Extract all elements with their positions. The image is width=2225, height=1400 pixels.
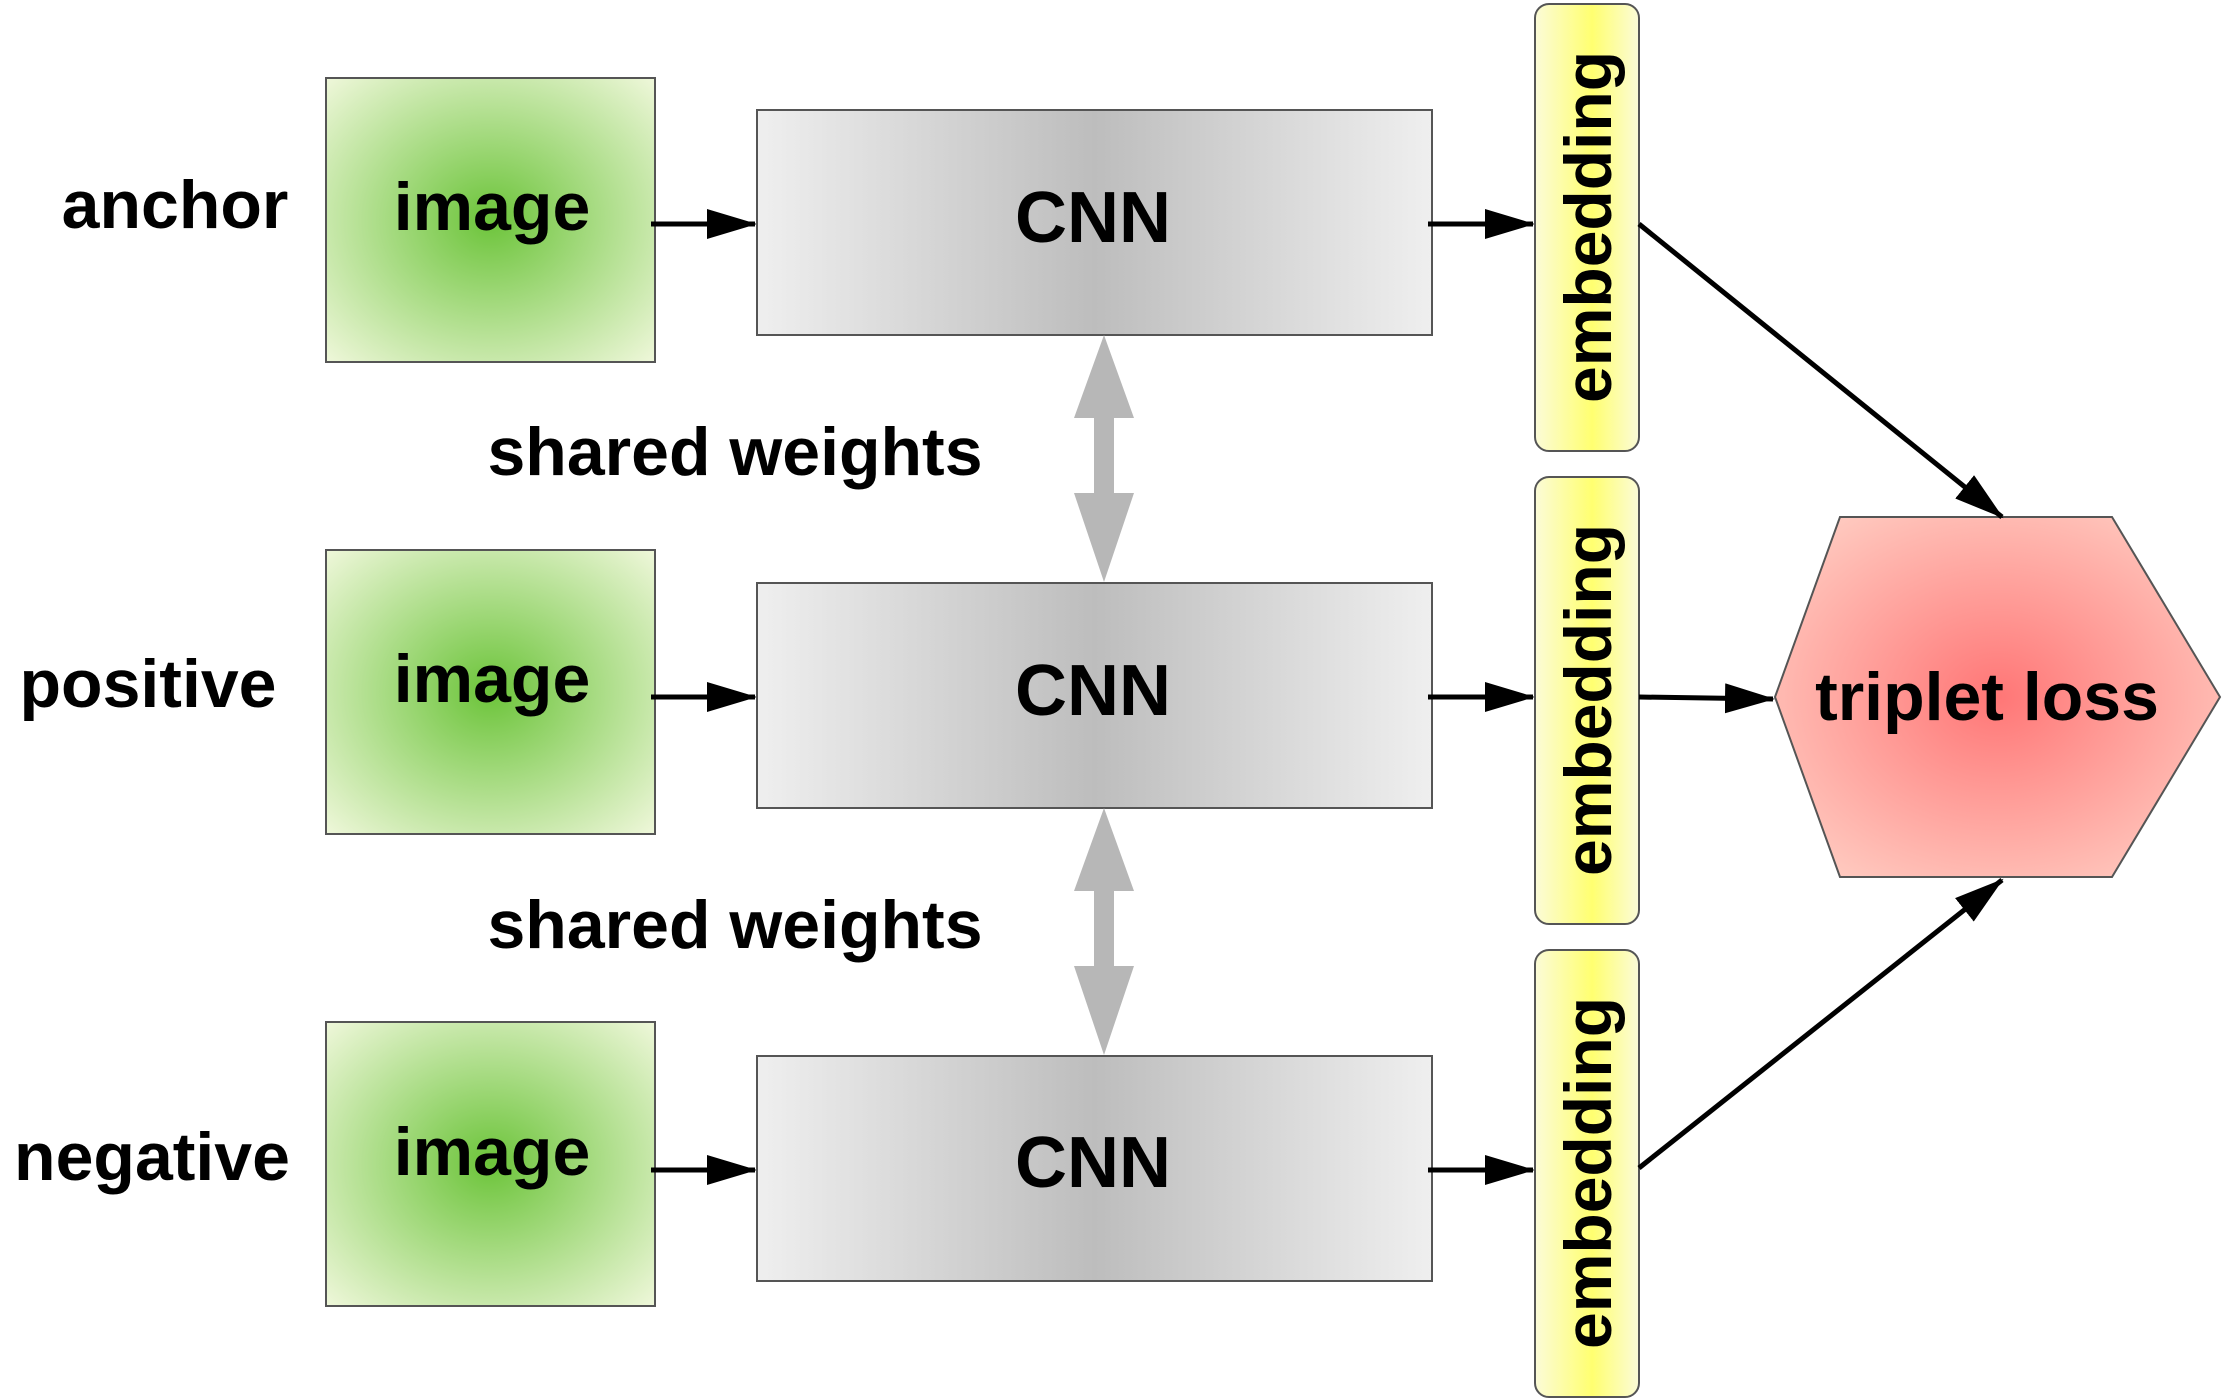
cnn-box-positive — [756, 582, 1433, 809]
embedding-label-positive: embedding — [1551, 524, 1625, 876]
row-positive: positive image CNN embedding — [20, 476, 1640, 925]
image-label-anchor: image — [394, 169, 591, 245]
arrow-embedding-positive-to-loss — [1638, 683, 1775, 714]
row-anchor: anchor image CNN embedding — [62, 3, 1640, 452]
image-label-positive: image — [394, 641, 591, 717]
triplet-loss-node: triplet loss — [1773, 516, 2222, 878]
cnn-label-positive: CNN — [1015, 651, 1171, 731]
arrow-embedding-negative-to-loss — [1637, 878, 2004, 1170]
row-label-positive: positive — [20, 646, 277, 722]
embedding-label-anchor: embedding — [1551, 51, 1625, 403]
row-negative: negative image CNN embedding — [14, 949, 1640, 1398]
triplet-loss-label: triplet loss — [1815, 659, 2159, 735]
image-box-anchor — [325, 77, 656, 363]
shared-weights-bottom: shared weights — [487, 808, 1134, 1055]
embedding-box-negative — [1534, 949, 1640, 1398]
shared-weights-double-arrow-bottom — [1074, 808, 1134, 1055]
image-box-positive — [325, 549, 656, 835]
triplet-loss-hexagon — [1773, 516, 2222, 878]
cnn-label-negative: CNN — [1015, 1123, 1171, 1203]
image-label-negative: image — [394, 1114, 591, 1190]
shared-weights-top: shared weights — [487, 335, 1134, 582]
image-box-negative — [325, 1021, 656, 1307]
embedding-box-positive — [1534, 476, 1640, 925]
shared-weights-label-bottom: shared weights — [487, 887, 982, 963]
shared-weights-label-top: shared weights — [487, 414, 982, 490]
cnn-box-anchor — [756, 109, 1433, 336]
arrow-embedding-anchor-to-loss — [1637, 222, 2004, 519]
shared-weights-double-arrow-top — [1074, 335, 1134, 582]
embedding-label-negative: embedding — [1551, 997, 1625, 1349]
cnn-box-negative — [756, 1055, 1433, 1282]
row-label-anchor: anchor — [62, 167, 289, 243]
row-label-negative: negative — [14, 1119, 290, 1195]
embedding-box-anchor — [1534, 3, 1640, 452]
cnn-label-anchor: CNN — [1015, 178, 1171, 258]
